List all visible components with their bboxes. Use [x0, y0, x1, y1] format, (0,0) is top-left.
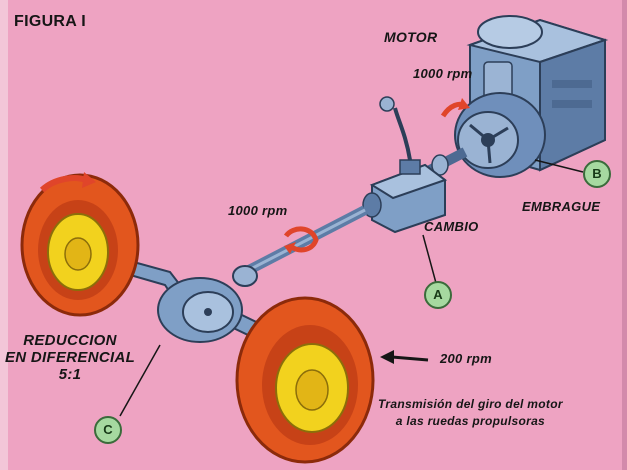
label-reduccion-line3: 5:1: [58, 366, 82, 383]
gearbox: [362, 96, 448, 234]
scan-edge-right: [622, 0, 627, 470]
figure-title: FIGURA I: [14, 13, 87, 30]
rotation-arrow-shaft-icon: [283, 226, 319, 253]
label-motor: MOTOR: [384, 29, 438, 45]
badge-a: A: [424, 281, 452, 309]
right-wheel: [235, 296, 375, 464]
rotation-arrow-wheel-icon: [39, 175, 88, 193]
figure-caption: Transmisión del giro del motor a las rue…: [378, 396, 563, 430]
label-rpm-wheel: 200 rpm: [440, 351, 492, 366]
label-reduccion-line1: REDUCCION: [23, 332, 117, 349]
rotation-arrow-shaft-head-icon: [284, 242, 296, 254]
badge-c: C: [94, 416, 122, 444]
label-reduccion-line2: EN DIFERENCIAL: [5, 349, 136, 366]
leader-line-c: [119, 344, 161, 417]
leader-line-b: [534, 159, 584, 173]
leader-line-a: [422, 234, 437, 284]
label-rpm-motor: 1000 rpm: [413, 66, 473, 81]
left-wheel: [20, 173, 140, 317]
badge-b: B: [583, 160, 611, 188]
caption-line1: Transmisión del giro del motor: [378, 397, 563, 411]
rotation-arrow-wheel-head-icon: [82, 172, 96, 188]
clutch-housing: [454, 92, 546, 178]
scan-edge-left: [0, 0, 8, 470]
label-rpm-shaft: 1000 rpm: [228, 203, 288, 218]
label-cambio: CAMBIO: [424, 219, 479, 234]
label-embrague: EMBRAGUE: [522, 199, 601, 214]
rotation-arrow-motor-head-icon: [458, 98, 470, 110]
caption-line2: a las ruedas propulsoras: [395, 414, 546, 428]
pointer-arrow-icon: [391, 355, 429, 362]
label-reduccion: REDUCCION EN DIFERENCIAL 5:1: [5, 332, 135, 383]
